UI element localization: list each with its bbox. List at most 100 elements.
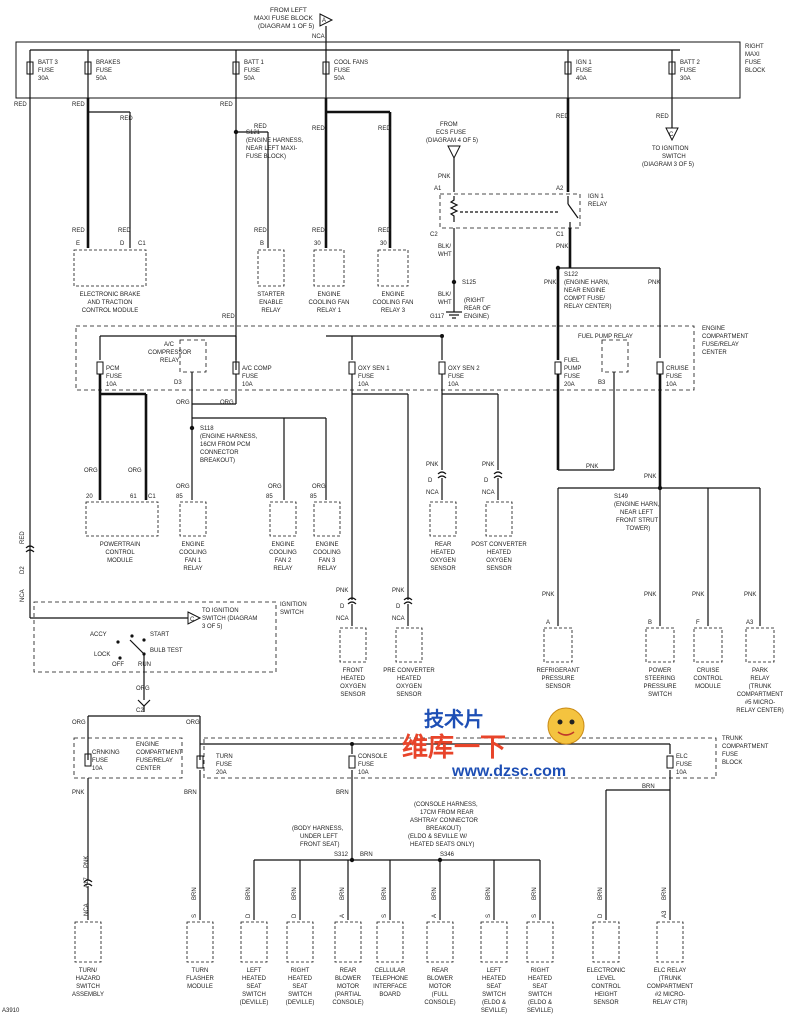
s121-line3: FUSE BLOCK) (246, 154, 286, 160)
fuse-sub: FUSE (96, 68, 112, 74)
center-line4: CENTER (702, 350, 727, 356)
wire-label-blkwht: WHT (438, 300, 452, 306)
post-converter-heated-o2-sensor: D POST CONVERTER HEATED OXYGEN SENSOR (471, 478, 527, 572)
bottom-components: TURN/HAZARDSWITCHASSEMBLYBRNSTURNFLASHER… (72, 887, 694, 1014)
pin-f: F (696, 620, 700, 626)
pin-a3: A3 (746, 620, 754, 626)
wire-label-blkwht: WHT (438, 252, 452, 258)
pin-d: D (484, 478, 489, 484)
to-ign-line3: (DIAGRAM 3 OF 5) (642, 162, 694, 168)
s122-line2: NEAR ENGINE (564, 288, 605, 294)
splice-s125: S125 (462, 280, 477, 286)
oxy-sen2-fuse: OXY SEN 2 FUSE 10A (438, 361, 480, 388)
wire-label-pnk: PNK (336, 588, 348, 594)
source-marker-icon (319, 13, 334, 27)
harness-line3: ASHTRAY CONNECTOR (410, 818, 479, 824)
fuse-sub: FUSE (38, 68, 54, 74)
starter-enable-relay: B STARTER ENABLE RELAY (257, 241, 285, 314)
label: HEATED (431, 550, 456, 556)
fuse-sub: FUSE (106, 374, 122, 380)
label: FRONT (343, 668, 364, 674)
fuse-name: COOL FANS (334, 60, 368, 66)
pin-label: S (382, 914, 388, 918)
fuse-name: BRAKES (96, 60, 120, 66)
fuse-name: CRNKING (92, 750, 120, 756)
pin-e: E (76, 241, 80, 247)
wire-label-pnk: PNK (426, 462, 438, 468)
g117-line1: (RIGHT (464, 298, 485, 304)
pre-converter-heated-o2-sensor: D PRE CONVERTER HEATED OXYGEN SENSOR (383, 604, 435, 698)
s149-line1: (ENGINE HARN, (614, 502, 660, 508)
pin-85: 85 (176, 494, 183, 500)
wire-label-nca: NCA (426, 490, 439, 496)
s122-line1: (ENGINE HARN, (564, 280, 610, 286)
mascot-icon (547, 707, 585, 745)
component-label: SENSOR (593, 1000, 619, 1006)
fuse-sub: FUSE (680, 68, 696, 74)
trunk-line2: COMPARTMENT (722, 744, 769, 750)
label: SENSOR (340, 692, 366, 698)
label: COOLING FAN (308, 300, 349, 306)
pin-label: A (432, 914, 438, 918)
engine-cooling-fan2-relay: 85 ENGINE COOLING FAN 2 RELAY (266, 494, 297, 572)
label: COOLING (269, 550, 297, 556)
component-label: HEATED (482, 976, 507, 982)
component-box (592, 921, 620, 963)
center-line1: ENGINE (702, 326, 725, 332)
pin-85: 85 (266, 494, 273, 500)
maxi-block-line4: BLOCK (745, 68, 765, 74)
component-label: SWITCH (482, 992, 506, 998)
component-label: BLOWER (427, 976, 454, 982)
engine-cooling-fan1-relay: 85 ENGINE COOLING FAN 1 RELAY (176, 494, 207, 572)
fuse-sub: FUSE (358, 762, 374, 768)
label: RELAY (261, 308, 280, 314)
to-ign-line1: TO IGNITION (652, 146, 689, 152)
component-box (334, 921, 362, 963)
fuse-name: PCM (106, 366, 119, 372)
component-label: SWITCH (76, 984, 100, 990)
component-label: (DEVILLE) (240, 1000, 269, 1006)
pin-c1: C1 (138, 241, 146, 247)
label: SENSOR (396, 692, 422, 698)
s118-line4: BREAKOUT) (200, 458, 235, 464)
engine-center-cranking (73, 737, 183, 779)
label: CONTROL (105, 550, 135, 556)
fuse-sub: FUSE (92, 758, 108, 764)
label: ENGINE (381, 292, 404, 298)
trunk-fuse-block (203, 737, 717, 779)
to-ign-line2: SWITCH (662, 154, 686, 160)
cranking-fuse: CRNKING FUSE 10A (84, 750, 120, 772)
component-label: MOTOR (429, 984, 452, 990)
top-source: FROM LEFT MAXI FUSE BLOCK (DIAGRAM 1 OF … (254, 7, 334, 42)
pin-a: A (546, 620, 550, 626)
pin-d: D (340, 604, 345, 610)
wire-label-org: ORG (72, 720, 86, 726)
label: FAN 3 (319, 558, 336, 564)
component-box (240, 921, 268, 963)
rear-heated-o2-sensor: D REAR HEATED OXYGEN SENSOR (428, 478, 457, 572)
component-label: SWITCH (288, 992, 312, 998)
turn-fuse: TURN FUSE 20A (196, 754, 233, 776)
source-wire-label: NCA (312, 34, 325, 40)
component-label: (DEVILLE) (286, 1000, 315, 1006)
label: HEATED (341, 676, 366, 682)
label: ENGINE (181, 542, 204, 548)
maxi-fuse-batt2: BATT 2 FUSE 30A (668, 50, 700, 98)
component-label: RELAY CTR) (652, 1000, 687, 1006)
wire-label-blkwht: BLK/ (438, 292, 451, 298)
wire-label-org: ORG (84, 468, 98, 474)
component-label: BOARD (379, 992, 401, 998)
component-label: HAZARD (76, 976, 101, 982)
body-line1: (BODY HARNESS, (292, 826, 344, 832)
engine-fuse-relay-center (75, 325, 695, 391)
pin-30: 30 (380, 241, 387, 247)
label: SWITCH (648, 692, 672, 698)
splice-s346: S346 (440, 852, 455, 858)
ebtcm-module: E D C1 ELECTRONIC BRAKE AND TRACTION CON… (73, 241, 147, 314)
wire-label-nca: NCA (336, 616, 349, 622)
oxy-sen1-fuse: OXY SEN 1 FUSE 10A (348, 361, 390, 388)
label: CONTROL (693, 676, 723, 682)
label: RELAY 1 (317, 308, 342, 314)
